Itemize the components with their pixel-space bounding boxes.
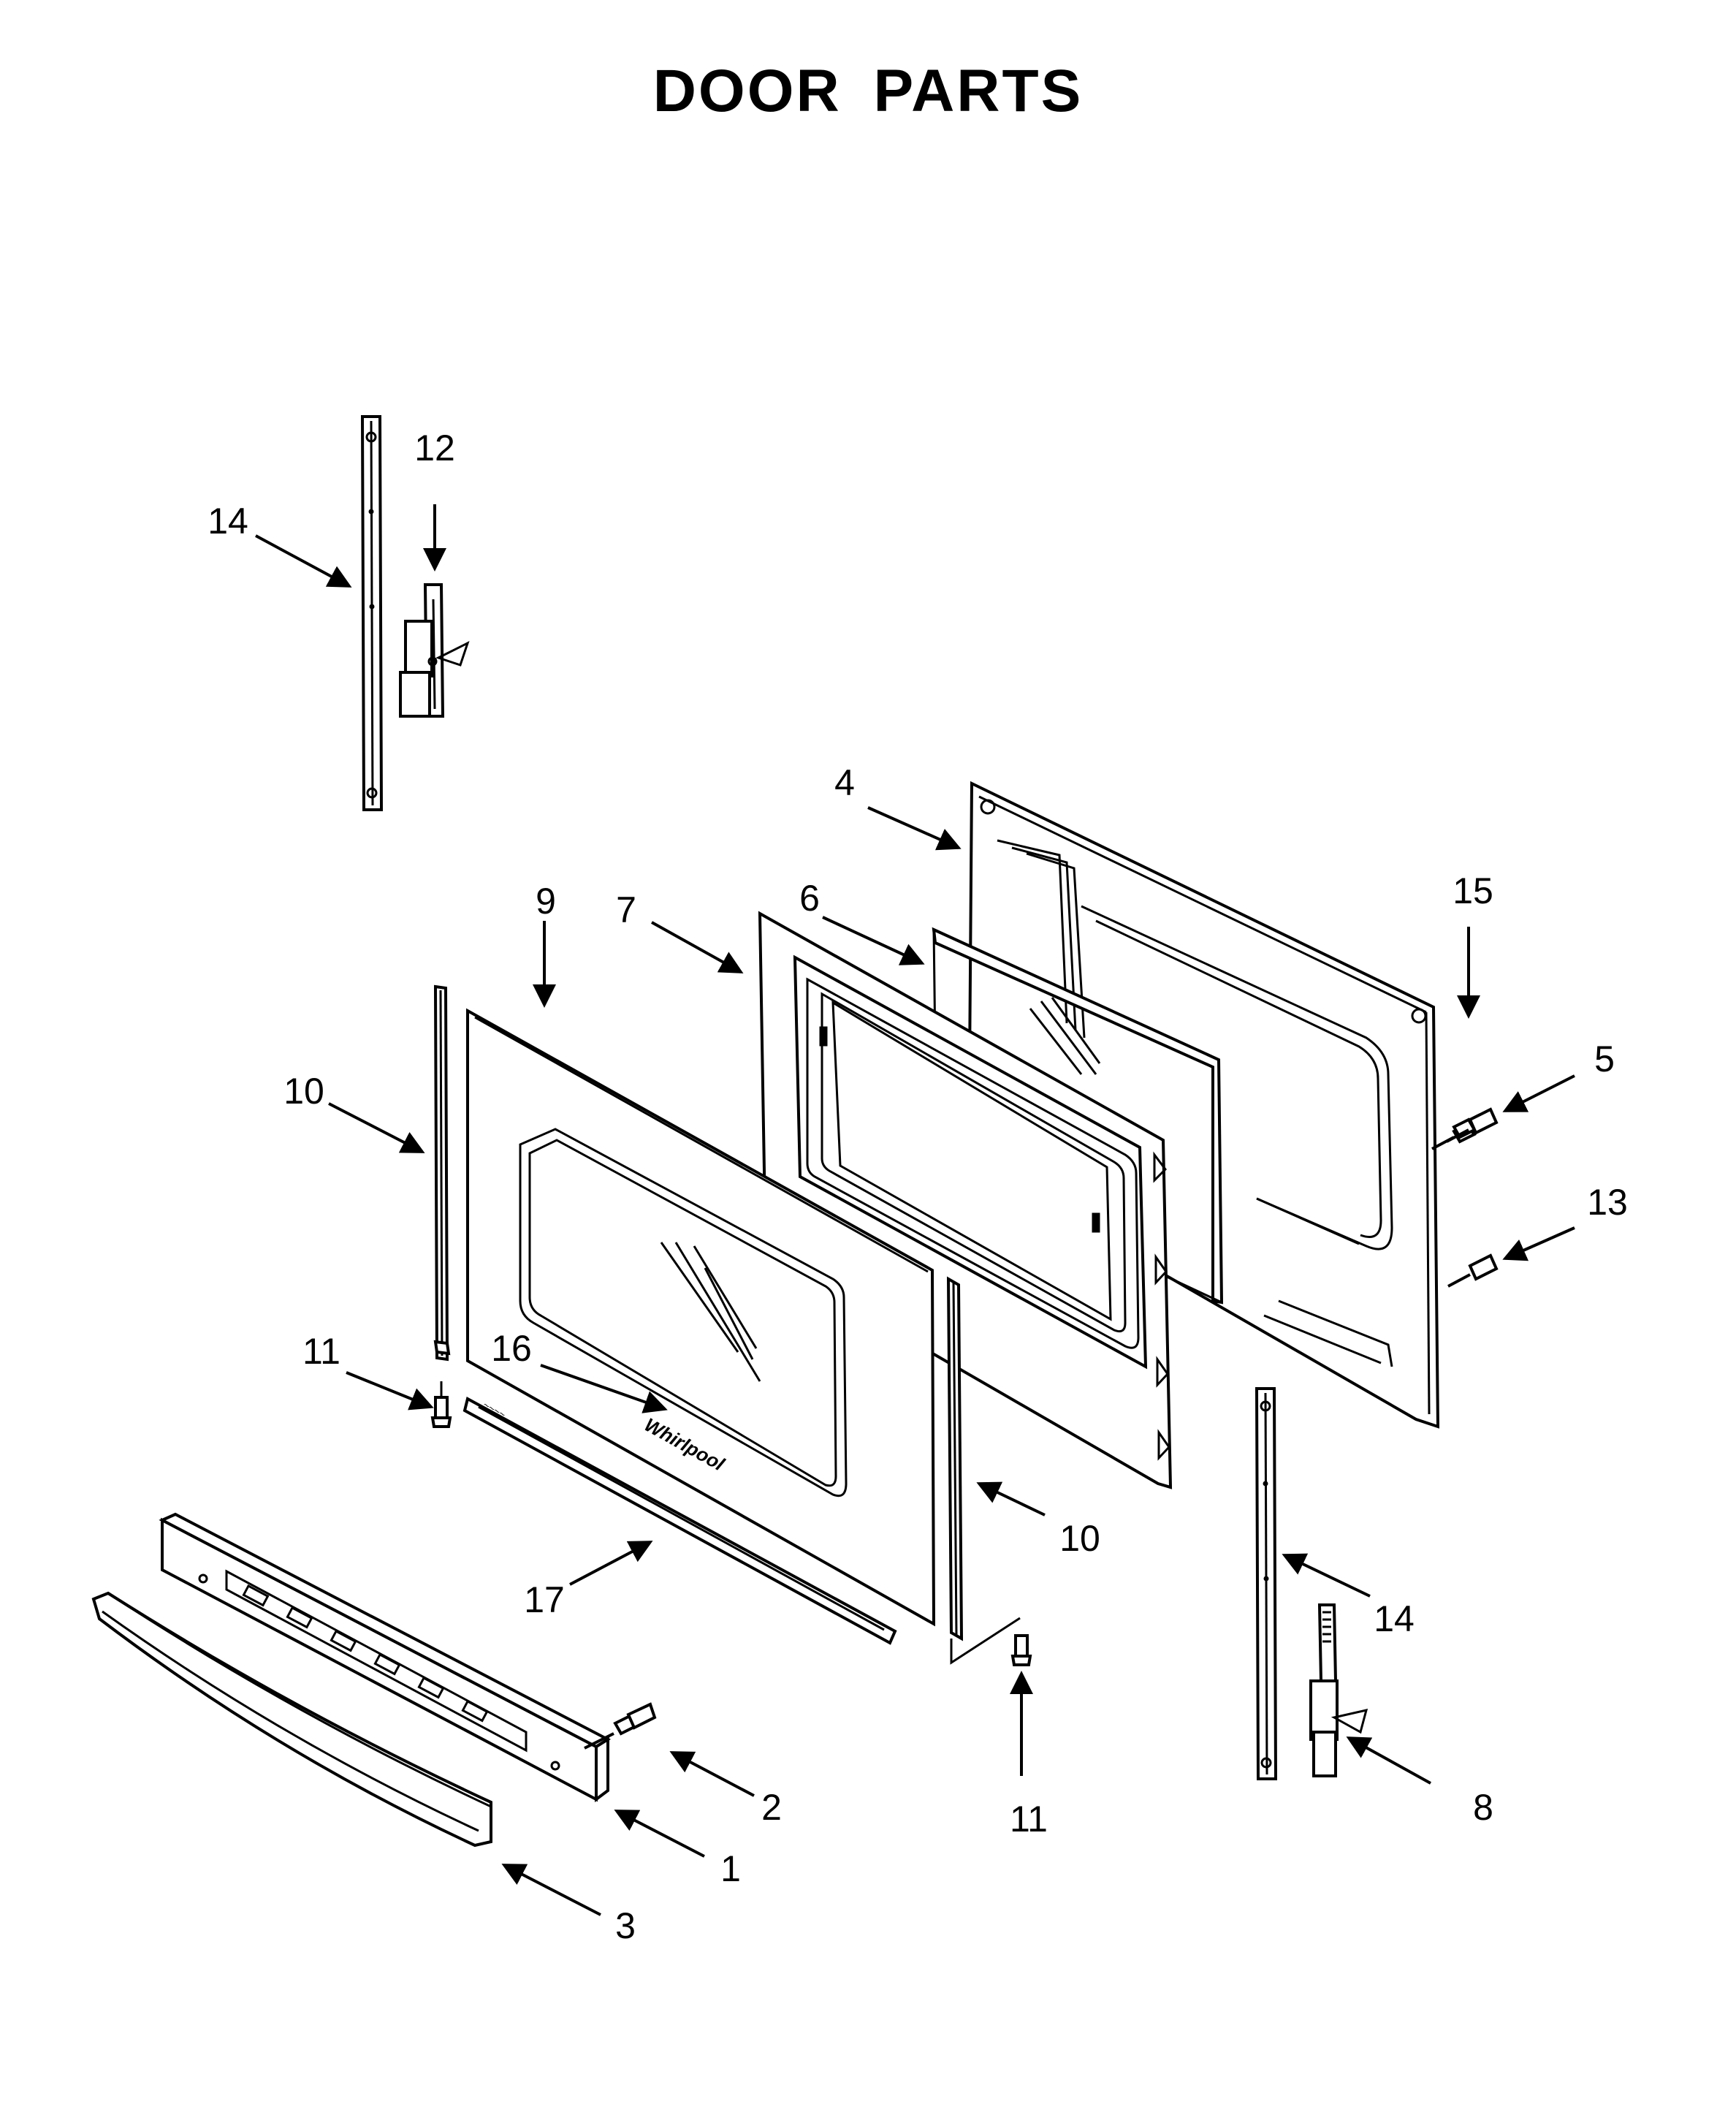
screw-side-trim-left (430, 1381, 452, 1428)
callout-6: 6 (799, 878, 820, 919)
callout-14-upper: 14 (208, 501, 248, 542)
callout-17: 17 (524, 1579, 565, 1620)
callout-8: 8 (1473, 1787, 1493, 1828)
callout-13: 13 (1587, 1182, 1628, 1223)
callout-14-lower: 14 (1374, 1598, 1415, 1639)
door-handle (91, 1591, 492, 1848)
screw-13 (1447, 1253, 1499, 1288)
callout-16: 16 (491, 1328, 532, 1369)
screw-side-trim-right (1010, 1634, 1032, 1666)
callout-12: 12 (414, 428, 455, 468)
callout-leaders (255, 504, 1575, 1916)
callout-3: 3 (615, 1905, 636, 1946)
callout-5: 5 (1594, 1039, 1615, 1079)
callout-15: 15 (1453, 870, 1493, 911)
door-trim-handle-base (159, 1512, 612, 1802)
screw-handle (584, 1702, 657, 1750)
door-side-trim-right (946, 1276, 1021, 1665)
callout-labels: 14 12 4 6 7 9 10 15 5 13 11 16 17 10 14 … (208, 428, 1628, 1946)
door-frame-liner (758, 911, 1173, 1489)
door-side-trim-left (433, 984, 451, 1362)
screw-5 (1446, 1107, 1499, 1143)
callout-10-left: 10 (283, 1071, 324, 1112)
callout-11-left: 11 (302, 1331, 340, 1372)
outer-door-glass: Whirlpool (466, 1008, 936, 1627)
diagram-title: DOOR PARTS (652, 58, 1084, 124)
callout-10-right: 10 (1059, 1518, 1100, 1559)
door-hinge-upper (399, 583, 470, 718)
callout-4: 4 (834, 762, 855, 803)
callout-9: 9 (536, 881, 556, 922)
callout-1: 1 (720, 1848, 741, 1889)
door-hinge-lower (1309, 1603, 1368, 1777)
vent-slots (242, 1584, 489, 1723)
callout-7: 7 (616, 889, 636, 930)
hinge-channel-upper (360, 415, 384, 811)
hinge-channel-lower (1255, 1387, 1278, 1780)
callout-2: 2 (761, 1787, 782, 1828)
callout-11-right: 11 (1010, 1799, 1048, 1840)
